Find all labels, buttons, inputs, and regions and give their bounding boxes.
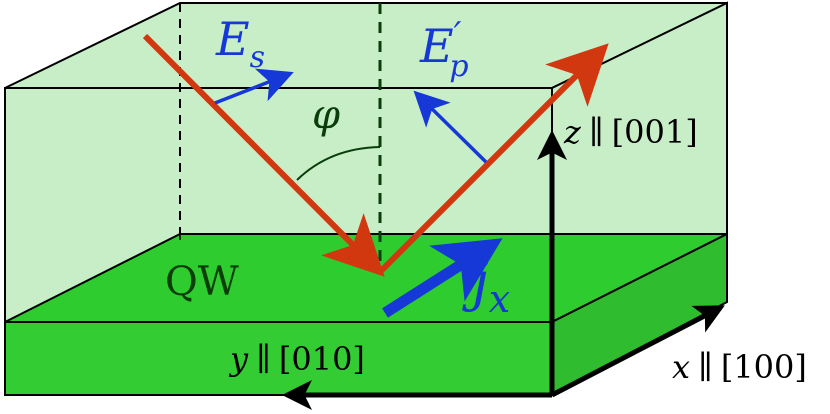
es-label: Es [215,12,265,75]
ep-subscript: p [449,49,468,84]
y-axis-label: y∥[010] [228,340,365,378]
es-vector [214,68,294,105]
es-subscript: s [250,40,265,75]
angle-arc [296,146,381,181]
phi-label: φ [312,92,340,138]
ep-prime: ′ [454,15,462,55]
x-axis-label: x∥[100] [672,348,807,386]
current-arrow [382,238,503,318]
incident-ray [142,33,385,277]
ep-label: E′p [419,15,469,84]
z-axis-label: z∥[001] [563,113,698,151]
reflected-ray [377,43,609,275]
qw-label: QW [165,259,239,305]
quantum-well-layer [4,232,728,397]
jx-subscript: x [489,277,510,321]
ep-vector [413,90,488,164]
x-axis-arrow [550,305,725,398]
